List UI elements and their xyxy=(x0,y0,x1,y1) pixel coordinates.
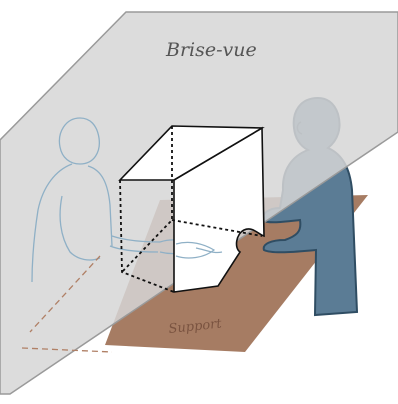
screen-label: Brise-vue xyxy=(165,39,257,61)
